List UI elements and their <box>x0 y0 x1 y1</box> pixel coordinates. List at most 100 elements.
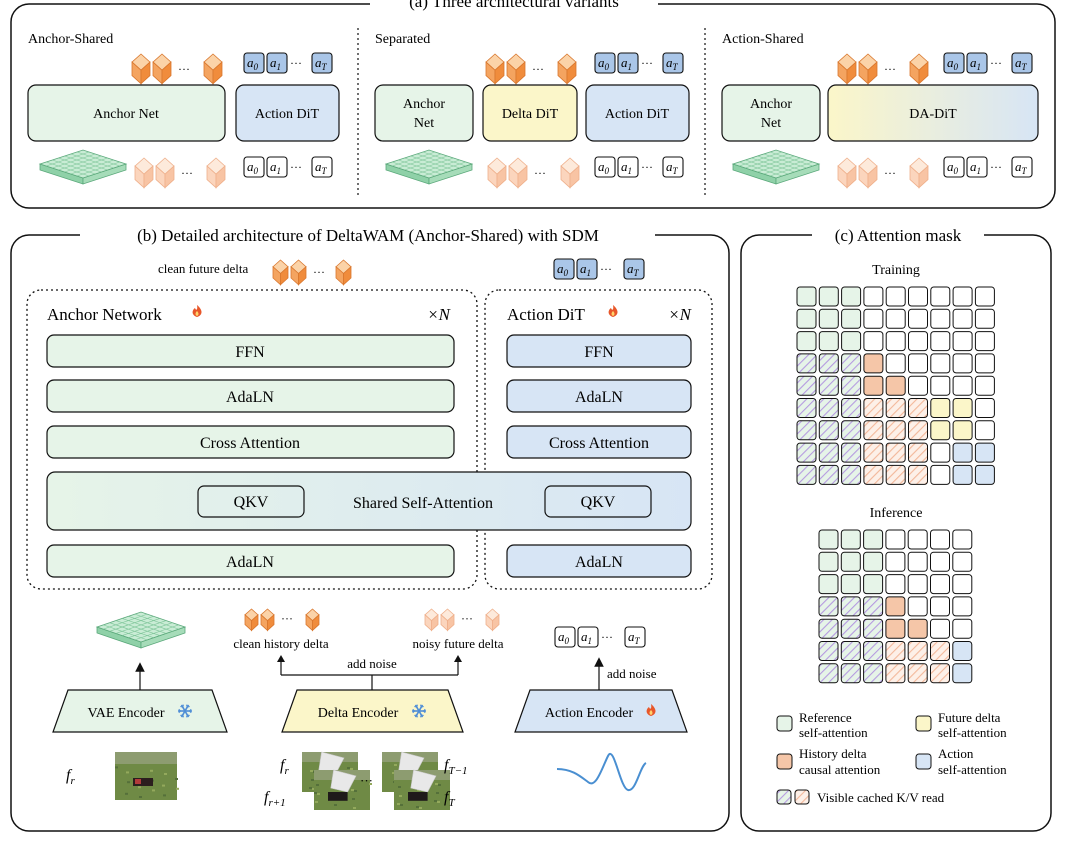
mask-cell <box>796 353 817 374</box>
cube-icon <box>335 259 352 286</box>
anchor-network-title: Anchor Network <box>47 305 162 324</box>
cube-icon <box>858 53 878 85</box>
mask-cell <box>974 308 995 329</box>
latent-grid-icon <box>95 611 187 649</box>
svg-text:aT: aT <box>1015 159 1028 176</box>
mask-cell <box>952 420 973 441</box>
mask-cell <box>885 398 906 418</box>
legend-cached: Visible cached K/V read <box>817 790 945 805</box>
mask-cell <box>841 398 862 418</box>
mask-cell <box>796 375 817 396</box>
token-ellipsis: ··· <box>290 160 302 174</box>
mask-cell <box>885 596 906 617</box>
snowflake-icon <box>178 704 192 718</box>
cross-attention-block <box>506 425 692 459</box>
delta-encoder-box <box>281 689 464 733</box>
mask-cell <box>796 398 817 418</box>
svg-text:a1: a1 <box>270 159 281 176</box>
panel-c: (c) Attention mask Training Inference Re… <box>740 226 1052 832</box>
ffn-label: FFN <box>235 344 265 361</box>
mask-cell <box>930 420 951 441</box>
action-token: aT <box>623 258 645 280</box>
mask-cell <box>952 398 973 418</box>
cube-icon <box>203 53 223 85</box>
legend-future-l2: self-attention <box>938 725 1007 740</box>
mask-cell <box>908 420 928 441</box>
action-dit-label: Action DiT <box>255 107 320 122</box>
mask-cell <box>930 464 951 485</box>
variant-title: Anchor-Shared <box>28 32 113 47</box>
mask-cell <box>840 663 861 684</box>
mask-cell <box>885 286 906 307</box>
action-token: aT <box>311 52 333 74</box>
action-encoder-label: Action Encoder <box>545 706 634 721</box>
mask-cell <box>796 286 817 307</box>
mask-cell <box>818 618 839 639</box>
cube-ellipsis: ··· <box>313 265 325 279</box>
mask-cell <box>818 551 839 572</box>
cube-icon <box>506 53 526 85</box>
cube-row: ··· <box>837 53 929 85</box>
cube-icon <box>272 259 289 286</box>
mask-cell <box>863 464 884 485</box>
legend-action-l1: Action <box>938 746 974 761</box>
svg-text:a0: a0 <box>947 55 959 72</box>
vae-encoder-label: VAE Encoder <box>87 706 164 721</box>
inference-label: Inference <box>870 506 923 521</box>
mask-cell <box>818 442 839 463</box>
clean-future-delta-label: clean future delta <box>158 261 248 276</box>
action-token: a1 <box>266 156 288 178</box>
action-token: a1 <box>966 156 988 178</box>
action-token: a0 <box>553 258 575 280</box>
action-token: a0 <box>243 52 265 74</box>
cube-icon <box>134 157 154 189</box>
mask-cell <box>818 331 839 352</box>
svg-text:aT: aT <box>627 261 640 278</box>
mask-cell <box>818 663 839 684</box>
anchor-net-box <box>374 84 474 142</box>
mask-cell <box>930 618 950 639</box>
mask-cell <box>863 641 884 661</box>
cross-attention-label: Cross Attention <box>549 435 649 452</box>
mask-cell <box>908 398 928 418</box>
action-token: a1 <box>266 52 288 74</box>
action-token: a1 <box>577 626 599 648</box>
token-ellipsis: ··· <box>290 56 302 70</box>
action-dit-label: Action DiT <box>605 107 670 122</box>
mask-cell <box>863 618 884 639</box>
mask-cell <box>885 641 906 661</box>
svg-text:a0: a0 <box>598 159 610 176</box>
mask-cell <box>930 641 950 661</box>
adaln-block <box>46 379 455 413</box>
mask-cell <box>930 308 951 329</box>
mask-cell <box>952 375 973 396</box>
mask-cell <box>908 308 928 329</box>
mask-cell <box>841 442 862 463</box>
legend-history-l1: History delta <box>799 746 867 761</box>
cube-icon <box>206 157 226 189</box>
mask-cell <box>930 286 951 307</box>
action-token: aT <box>1011 156 1033 178</box>
mask-cell <box>974 398 995 418</box>
cube-ellipsis: ··· <box>532 62 544 76</box>
cube-row: ··· <box>487 157 580 189</box>
mask-cell <box>863 442 884 463</box>
anchor-net-box <box>27 84 226 142</box>
qkv-box <box>197 485 305 518</box>
da-dit-label: DA-DiT <box>909 107 957 122</box>
flame-icon <box>192 305 202 317</box>
mask-cell <box>908 442 928 463</box>
mask-cell <box>885 420 906 441</box>
mask-cell <box>885 308 906 329</box>
cube-row: ··· <box>134 157 226 189</box>
cube-ellipsis: ··· <box>178 62 190 76</box>
mask-cell <box>930 375 951 396</box>
mask-cell <box>930 353 951 374</box>
legend-swatch-action <box>915 753 932 770</box>
mask-cell <box>840 529 861 550</box>
legend: Reference self-attention Future delta se… <box>776 710 1007 805</box>
anchor-net-box <box>721 84 821 142</box>
